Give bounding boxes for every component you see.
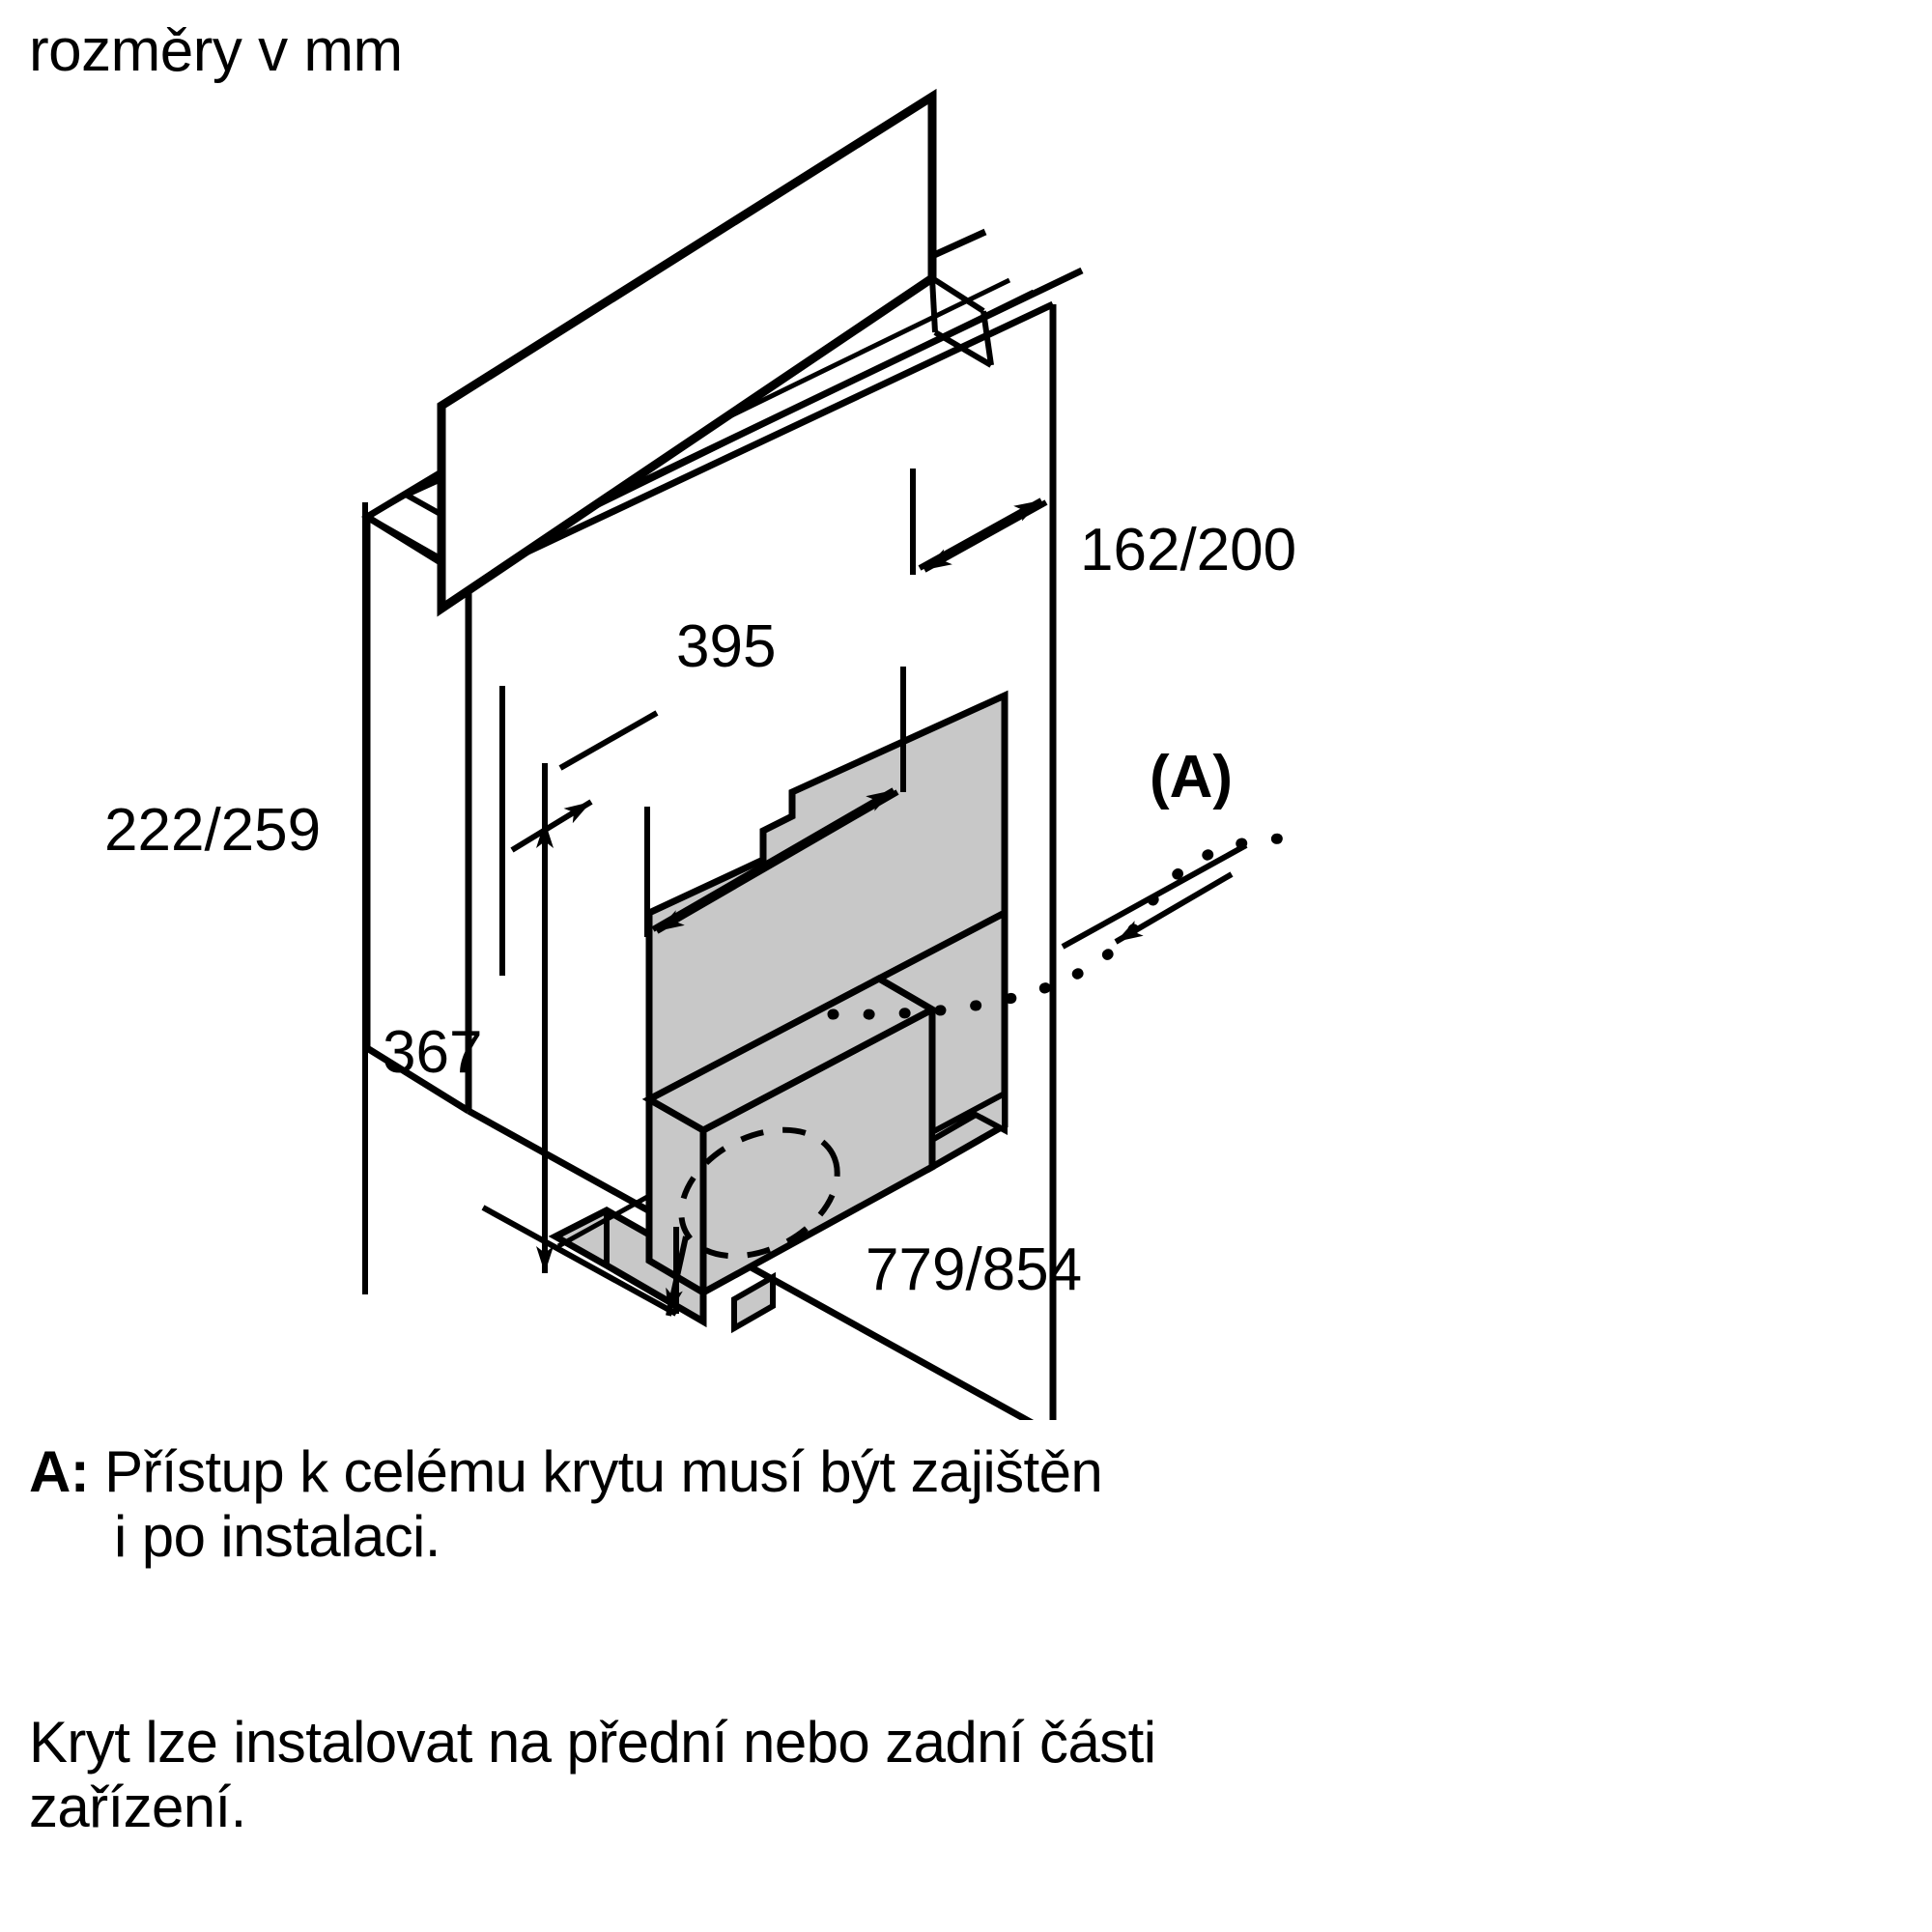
note-b: Kryt lze instalovat na přední nebo zadní… bbox=[29, 1710, 1922, 1839]
panel-slot-detail bbox=[929, 275, 994, 368]
hood-glass-panel bbox=[437, 88, 937, 617]
dimension-label-162-200: 162/200 bbox=[1080, 517, 1296, 583]
note-a: A: Přístup k celému krytu musí být zajiš… bbox=[29, 1439, 1893, 1569]
dimension-label-367: 367 bbox=[383, 1019, 482, 1086]
dimension-label-395: 395 bbox=[676, 613, 776, 680]
dimension-222-259 bbox=[362, 502, 593, 1294]
note-a-tag: A: bbox=[29, 1439, 90, 1504]
note-a-line-1: A: Přístup k celému krytu musí být zajiš… bbox=[29, 1439, 1893, 1504]
dimension-label-779-854: 779/854 bbox=[866, 1236, 1082, 1303]
callout-label-a: (A) bbox=[1150, 744, 1233, 810]
page-title: rozměry v mm bbox=[29, 17, 403, 84]
note-b-text-line-1: Kryt lze instalovat na přední nebo zadní… bbox=[29, 1710, 1156, 1775]
note-a-text-line-1: Přístup k celému krytu musí být zajištěn bbox=[104, 1439, 1103, 1504]
dimension-395 bbox=[644, 667, 906, 937]
technical-drawing: 162/200 395 222/259 bbox=[0, 87, 1932, 1420]
drawing-svg: 162/200 395 222/259 bbox=[104, 88, 1296, 1420]
fan-hidden-outline bbox=[678, 1126, 840, 1260]
dimension-162-200 bbox=[910, 386, 1056, 575]
callout-a-leader bbox=[827, 833, 1291, 1020]
motor-housing bbox=[548, 690, 1009, 1334]
note-b-text-line-2: zařízení. bbox=[29, 1775, 246, 1840]
dimension-label-222-259: 222/259 bbox=[104, 797, 321, 864]
dimension-367 bbox=[536, 710, 659, 1273]
note-a-text-line-2: i po instalaci. bbox=[114, 1504, 440, 1570]
